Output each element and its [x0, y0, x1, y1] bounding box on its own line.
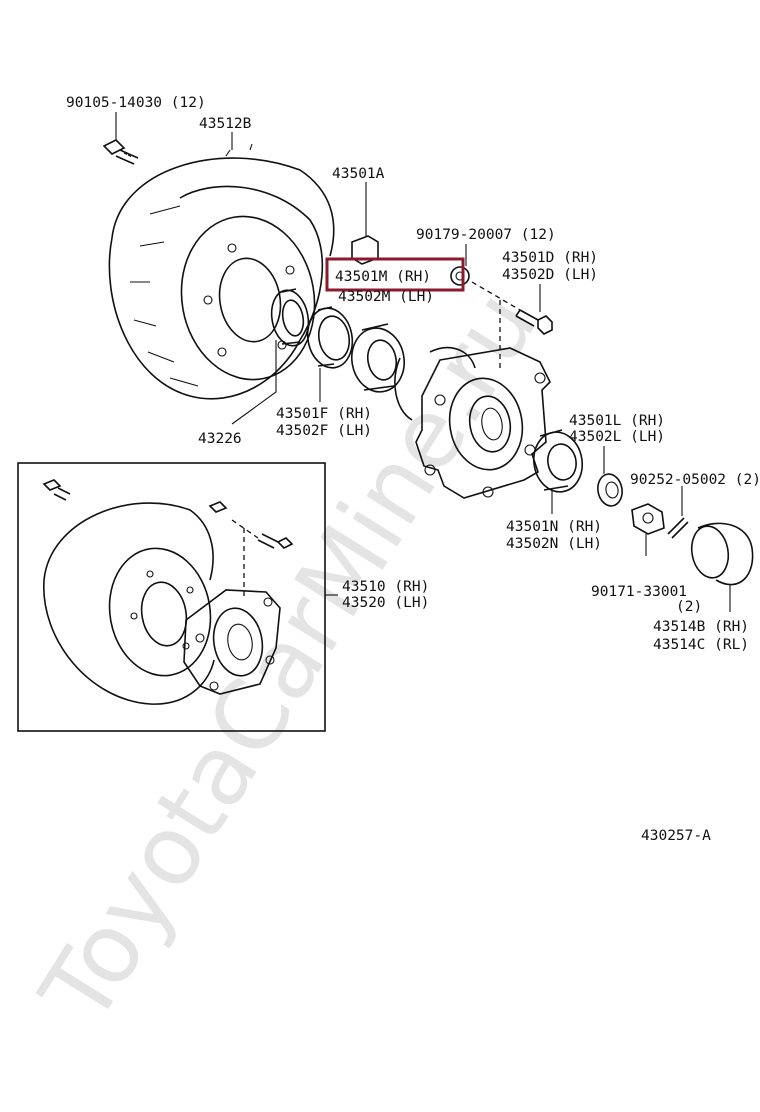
inset-box [17, 462, 326, 732]
brake-drum-43512B-drawing [108, 143, 335, 400]
washer-43501L-drawing [597, 473, 623, 507]
hub-cap-43514-drawing [690, 522, 754, 586]
label-43502M: 43502M (LH) [338, 289, 434, 305]
label-43501F: 43501F (RH) [276, 406, 372, 422]
label-43501M: 43501M (RH) [335, 269, 431, 285]
label-43502D: 43502D (LH) [502, 267, 598, 283]
bolt-90105-drawing [102, 139, 139, 165]
label-43501L: 43501L (RH) [569, 413, 665, 429]
label-90252-05002: 90252-05002 (2) [630, 472, 760, 488]
figure-id: 430257-A [641, 828, 711, 844]
highlight-box [325, 257, 465, 292]
label-43514C: 43514C (RL) [653, 637, 749, 653]
label-90171-qty: (2) [676, 599, 702, 615]
label-43514B: 43514B (RH) [653, 619, 749, 635]
leader-43226 [231, 340, 277, 425]
label-43502N: 43502N (LH) [506, 536, 602, 552]
hub-stud-43501D-drawing [515, 309, 553, 335]
cotter-pin-90252-drawing [667, 517, 689, 539]
label-43501N: 43501N (RH) [506, 519, 602, 535]
oil-seal-43226-drawing [270, 288, 310, 347]
label-90171-33001: 90171-33001 [591, 584, 687, 600]
outer-bearing-43501N-drawing [532, 429, 584, 493]
label-43501D: 43501D (RH) [502, 250, 598, 266]
label-43226: 43226 [198, 431, 242, 447]
label-43502F: 43502F (LH) [276, 423, 372, 439]
bearing-race-43501F-drawing [306, 306, 354, 369]
label-43501A: 43501A [332, 166, 385, 182]
dash-nut-to-stud [471, 281, 521, 311]
label-43520: 43520 (LH) [342, 595, 429, 611]
label-43502L: 43502L (LH) [569, 429, 665, 445]
inset-assembly-drawing [42, 479, 294, 705]
castle-nut-90171-drawing [631, 503, 665, 535]
label-43510: 43510 (RH) [342, 579, 429, 595]
label-90105-14030: 90105-14030 (12) [66, 95, 206, 111]
label-90179-20007: 90179-20007 (12) [416, 227, 556, 243]
watermark: ToyotaCarMine.ru [19, 272, 559, 1043]
axle-hub-drawing [394, 346, 551, 499]
inner-bearing-drawing [350, 323, 406, 393]
label-43512B: 43512B [199, 116, 252, 132]
